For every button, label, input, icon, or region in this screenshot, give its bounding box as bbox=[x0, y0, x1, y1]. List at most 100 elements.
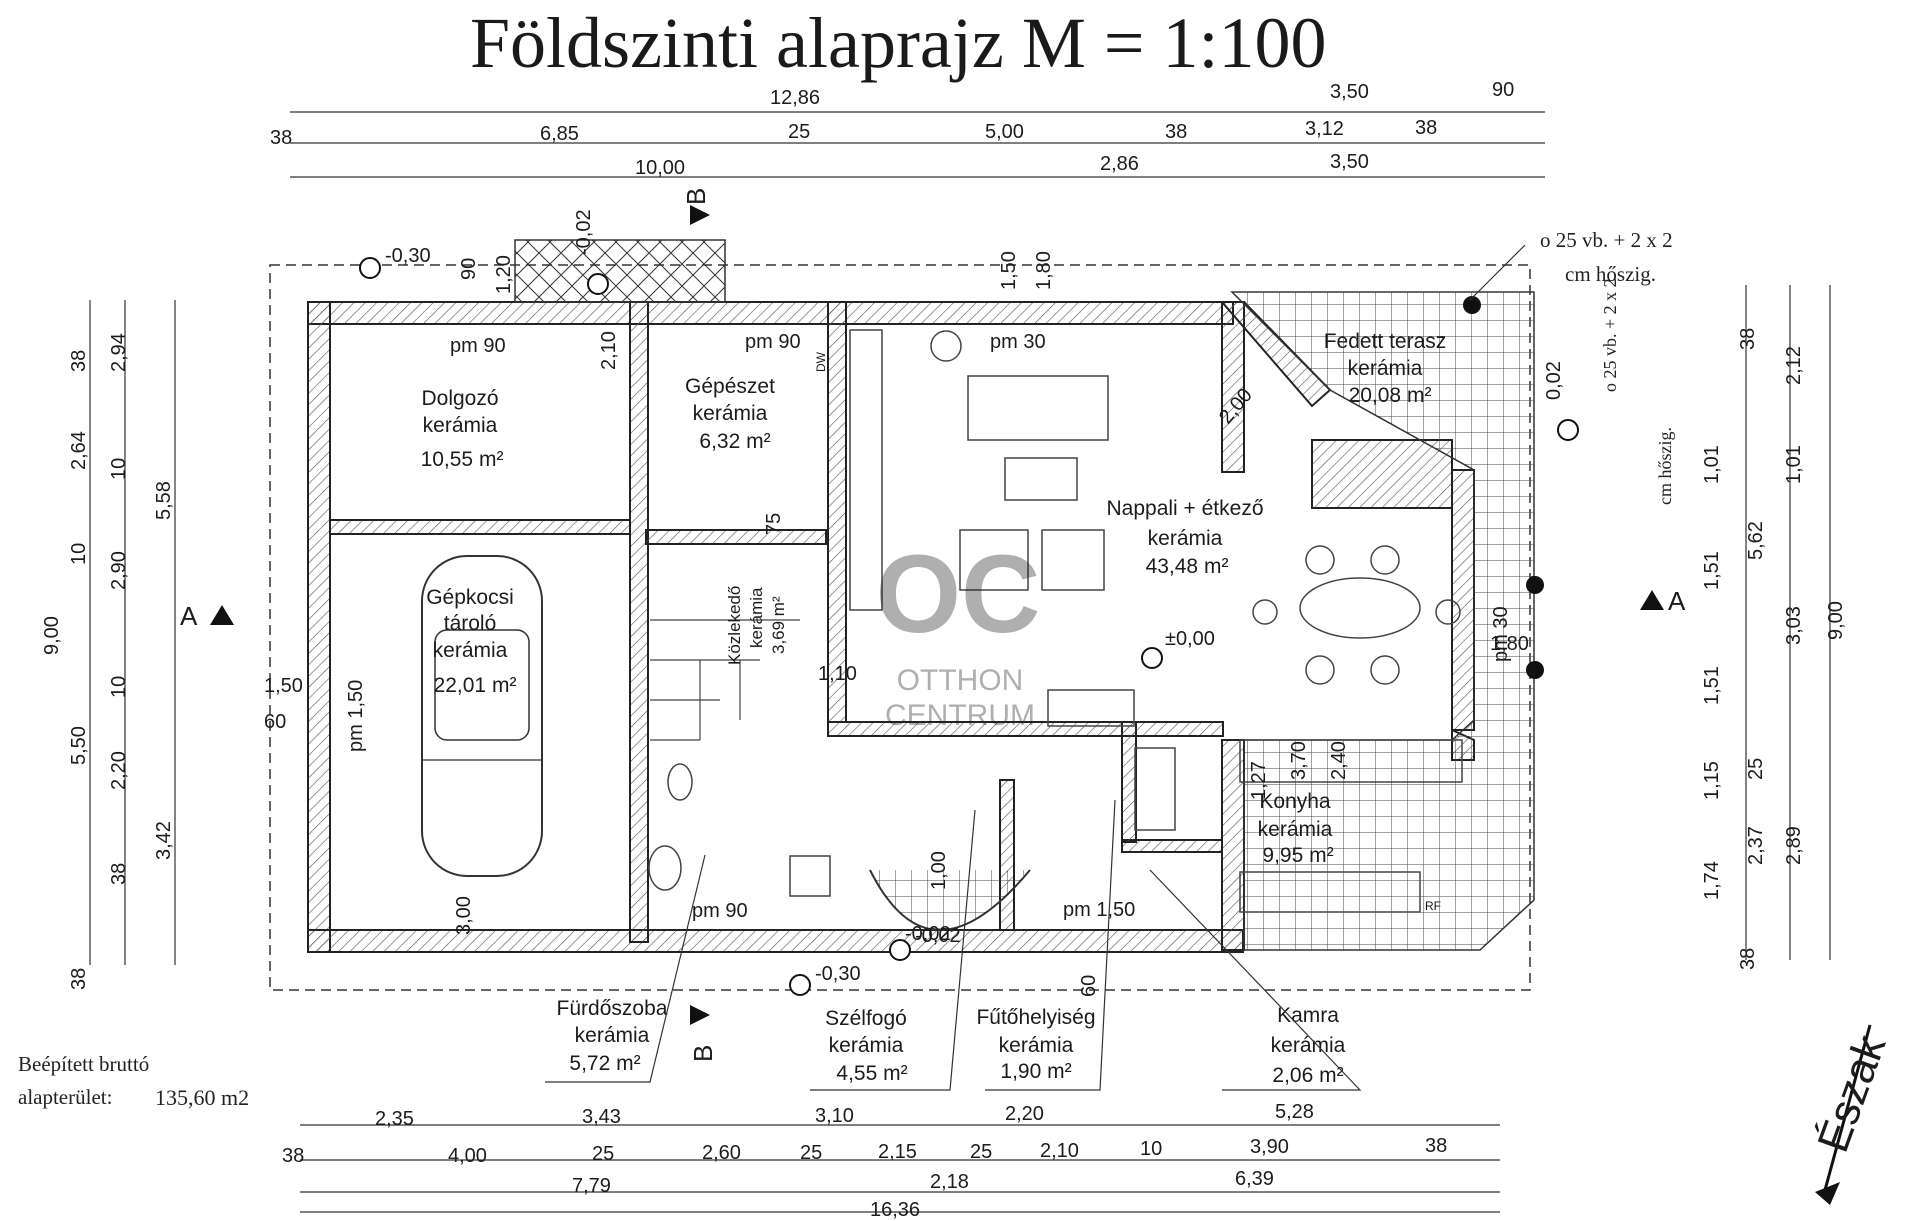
svg-text:6,39: 6,39 bbox=[1235, 1168, 1274, 1190]
room-dolgozo: Dolgozó kerámia 10,55 m² bbox=[421, 387, 504, 471]
svg-text:Fűtőhelyiség: Fűtőhelyiség bbox=[976, 1006, 1095, 1029]
svg-text:2,20: 2,20 bbox=[108, 751, 130, 790]
svg-text:38: 38 bbox=[68, 350, 90, 372]
svg-text:3,00: 3,00 bbox=[453, 896, 475, 935]
furniture bbox=[648, 329, 1463, 913]
svg-text:38: 38 bbox=[1737, 328, 1759, 350]
svg-text:2,10: 2,10 bbox=[598, 331, 620, 370]
room-kozlekedo: Közlekedő kerámia 3,69 m² bbox=[725, 586, 788, 665]
top-dimensions: 12,86 3,50 90 38 6,85 25 5,00 38 3,12 38… bbox=[270, 79, 1514, 179]
svg-text:10: 10 bbox=[1140, 1138, 1162, 1160]
insulation-note-top: o 25 vb. + 2 x 2 bbox=[1540, 228, 1673, 252]
svg-text:2,60: 2,60 bbox=[702, 1142, 741, 1164]
svg-text:3,43: 3,43 bbox=[582, 1106, 621, 1128]
svg-text:Konyha: Konyha bbox=[1259, 790, 1331, 813]
svg-text:38: 38 bbox=[1425, 1135, 1447, 1157]
svg-text:OC: OC bbox=[876, 533, 1041, 656]
svg-text:0,02: 0,02 bbox=[1543, 361, 1565, 400]
svg-text:5,50: 5,50 bbox=[68, 726, 90, 765]
svg-text:16,36: 16,36 bbox=[870, 1199, 920, 1221]
svg-text:2,10: 2,10 bbox=[1040, 1140, 1079, 1162]
svg-text:5,72 m²: 5,72 m² bbox=[569, 1052, 640, 1075]
svg-text:kerámia: kerámia bbox=[433, 639, 508, 662]
insulation-note-right: o 25 vb. + 2 x 2 bbox=[1600, 278, 1620, 392]
entry-canopy bbox=[514, 239, 726, 303]
svg-text:kerámia: kerámia bbox=[1258, 818, 1333, 841]
svg-text:B: B bbox=[681, 188, 711, 205]
room-konyha: Konyha kerámia 9,95 m² bbox=[1258, 790, 1334, 867]
svg-text:10,00: 10,00 bbox=[635, 157, 685, 179]
svg-text:2,06 m²: 2,06 m² bbox=[1272, 1064, 1343, 1087]
svg-text:10: 10 bbox=[68, 543, 90, 565]
plan-title: Földszinti alaprajz M = 1:100 bbox=[470, 3, 1327, 83]
svg-text:pm 30: pm 30 bbox=[990, 331, 1046, 353]
svg-text:Közlekedő: Közlekedő bbox=[725, 586, 744, 665]
svg-text:2,94: 2,94 bbox=[108, 333, 130, 372]
svg-text:pm 1,50: pm 1,50 bbox=[345, 680, 367, 752]
svg-text:25: 25 bbox=[1745, 758, 1767, 780]
room-furdo: Fürdőszoba kerámia 5,72 m² bbox=[557, 997, 668, 1075]
svg-text:kerámia: kerámia bbox=[575, 1024, 650, 1047]
level-marks: ±0,00 -0,30 -0,30 -0,02 -0,02 bbox=[385, 209, 1215, 985]
insulation-note-top-2: cm hőszig. bbox=[1565, 262, 1656, 286]
svg-text:90: 90 bbox=[458, 258, 480, 280]
svg-text:1,15: 1,15 bbox=[1701, 761, 1723, 800]
svg-text:3,90: 3,90 bbox=[1250, 1136, 1289, 1158]
svg-text:1,74: 1,74 bbox=[1701, 861, 1723, 900]
svg-text:3,12: 3,12 bbox=[1305, 118, 1344, 140]
svg-text:A: A bbox=[180, 601, 198, 631]
north-arrow-icon bbox=[1815, 1024, 1872, 1205]
svg-text:2,35: 2,35 bbox=[375, 1108, 414, 1130]
svg-text:pm 30: pm 30 bbox=[1490, 606, 1512, 662]
svg-text:1,50: 1,50 bbox=[998, 251, 1020, 290]
svg-text:2,18: 2,18 bbox=[930, 1171, 969, 1193]
svg-text:9,00: 9,00 bbox=[1825, 601, 1847, 640]
svg-text:1,80: 1,80 bbox=[1490, 633, 1529, 655]
leader-lines bbox=[545, 244, 1526, 1091]
built-area-value: 135,60 m2 bbox=[155, 1085, 250, 1110]
svg-text:5,00: 5,00 bbox=[985, 121, 1024, 143]
svg-text:Fedett terasz: Fedett terasz bbox=[1324, 330, 1447, 353]
svg-text:2,86: 2,86 bbox=[1100, 153, 1139, 175]
watermark-logo: OC OTTHON CENTRUM bbox=[876, 533, 1041, 732]
svg-text:1,27: 1,27 bbox=[1248, 761, 1270, 800]
built-area-label: Beépített bruttó bbox=[18, 1052, 150, 1076]
svg-text:Fürdőszoba: Fürdőszoba bbox=[557, 997, 668, 1020]
vestibule-bay bbox=[869, 869, 1031, 931]
svg-text:1,51: 1,51 bbox=[1701, 666, 1723, 705]
svg-text:7,79: 7,79 bbox=[572, 1175, 611, 1197]
svg-text:1,80: 1,80 bbox=[1033, 251, 1055, 290]
svg-text:6,85: 6,85 bbox=[540, 123, 579, 145]
svg-text:2,15: 2,15 bbox=[878, 1141, 917, 1163]
svg-text:6,32 m²: 6,32 m² bbox=[699, 430, 770, 453]
svg-text:2,20: 2,20 bbox=[1005, 1103, 1044, 1125]
svg-text:2,64: 2,64 bbox=[68, 431, 90, 470]
built-area-label-2: alapterület: bbox=[18, 1085, 113, 1109]
svg-text:38: 38 bbox=[108, 863, 130, 885]
right-dimensions: 38 1,01 1,51 1,51 1,15 1,74 38 1,01 5,62… bbox=[1701, 328, 1847, 970]
svg-text:3,10: 3,10 bbox=[815, 1105, 854, 1127]
car-icon bbox=[421, 555, 543, 877]
room-terasz: Fedett terasz kerámia 20,08 m² bbox=[1324, 330, 1447, 407]
svg-text:38: 38 bbox=[68, 968, 90, 990]
svg-text:kerámia: kerámia bbox=[1348, 357, 1423, 380]
svg-text:kerámia: kerámia bbox=[423, 414, 498, 437]
insulation-note-right-2: cm hőszig. bbox=[1655, 427, 1675, 505]
svg-text:1,90 m²: 1,90 m² bbox=[1000, 1060, 1071, 1083]
svg-text:-0,30: -0,30 bbox=[815, 963, 861, 985]
room-futo: Fűtőhelyiség kerámia 1,90 m² bbox=[976, 1006, 1095, 1083]
svg-text:2,12: 2,12 bbox=[1783, 346, 1805, 385]
room-gepkocsi: Gépkocsi tároló kerámia 22,01 m² bbox=[426, 586, 516, 697]
svg-text:-0,30: -0,30 bbox=[385, 245, 431, 267]
svg-text:38: 38 bbox=[1165, 121, 1187, 143]
svg-text:RF: RF bbox=[1425, 899, 1441, 913]
svg-text:OTTHON: OTTHON bbox=[897, 664, 1024, 697]
stair-icon bbox=[650, 619, 800, 741]
svg-text:12,86: 12,86 bbox=[770, 87, 820, 109]
bottom-dimensions: 2,35 3,43 3,10 2,20 5,28 38 4,00 25 2,60… bbox=[282, 1101, 1447, 1221]
svg-text:38: 38 bbox=[1415, 117, 1437, 139]
svg-text:75: 75 bbox=[763, 513, 785, 535]
svg-text:43,48 m²: 43,48 m² bbox=[1146, 555, 1229, 578]
room-nappali: Nappali + étkező kerámia 43,48 m² bbox=[1106, 497, 1263, 578]
